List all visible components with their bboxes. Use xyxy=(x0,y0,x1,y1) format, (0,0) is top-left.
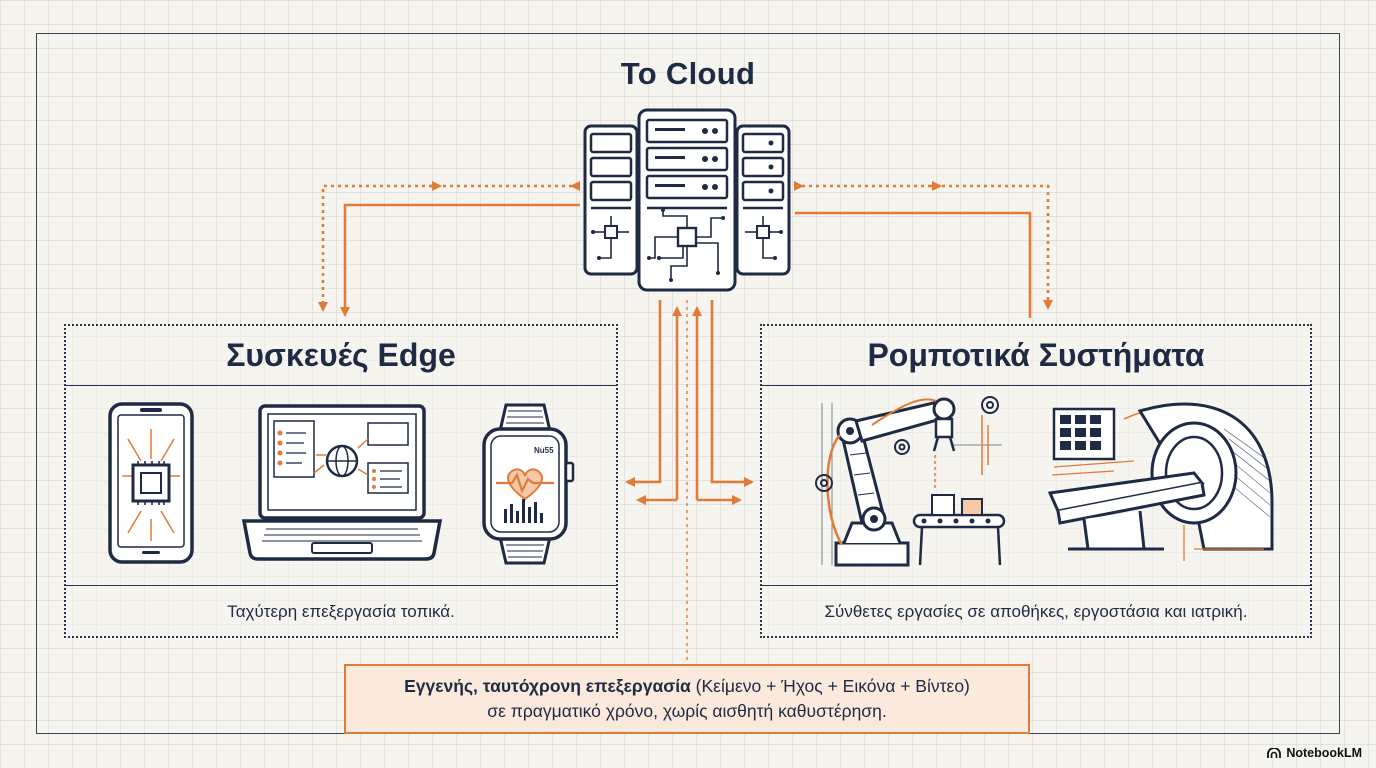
mri-scanner-icon xyxy=(1047,402,1274,561)
realtime-processing-note: Εγγενής, ταυτόχρονη επεξεργασία (Κείμενο… xyxy=(344,664,1030,734)
cloud-title: Το Cloud xyxy=(620,56,756,91)
edge-panel-caption: Ταχύτερη επεξεργασία τοπικά. xyxy=(227,602,455,621)
robotic-arm-icon xyxy=(815,396,1006,567)
laptop-icon xyxy=(241,404,443,561)
note-modalities-text: (Κείμενο + Ήχος + Εικόνα + Βίντεο) xyxy=(690,676,970,696)
right-solid-arrow xyxy=(795,211,1032,318)
smartwatch-icon: Nu55 xyxy=(482,403,575,565)
notebooklm-logo-icon xyxy=(1267,747,1282,758)
edge-devices-panel: Συσκευές Edge xyxy=(64,324,618,638)
note-line-1: Εγγενής, ταυτόχρονη επεξεργασία (Κείμενο… xyxy=(404,674,970,699)
robot-panel-caption: Σύνθετες εργασίες σε αποθήκες, εργοστάσι… xyxy=(824,602,1248,621)
edge-panel-title: Συσκευές Edge xyxy=(66,326,616,386)
robotic-systems-panel: Ρομποτικά Συστήματα xyxy=(760,324,1312,638)
down-right-arrow-1 xyxy=(710,300,754,487)
watch-brand-label: Nu55 xyxy=(534,446,554,455)
note-bold-text: Εγγενής, ταυτόχρονη επεξεργασία xyxy=(404,676,691,696)
notebooklm-logo: NotebookLM xyxy=(1267,746,1362,760)
robot-panel-title: Ρομποτικά Συστήματα xyxy=(762,326,1310,386)
smartphone-icon xyxy=(108,402,194,564)
note-line-2: σε πραγματικό χρόνο, χωρίς αισθητή καθυσ… xyxy=(487,701,887,721)
down-left-arrow-1 xyxy=(625,300,662,487)
left-dotted-arrow xyxy=(318,181,580,312)
robotics-illustration xyxy=(762,385,1310,586)
left-solid-arrow xyxy=(340,203,580,317)
brand-name: NotebookLM xyxy=(1286,746,1362,760)
right-dotted-arrow xyxy=(794,181,1053,310)
edge-devices-illustration: Nu55 xyxy=(66,385,616,586)
server-rack-icon xyxy=(583,108,791,292)
